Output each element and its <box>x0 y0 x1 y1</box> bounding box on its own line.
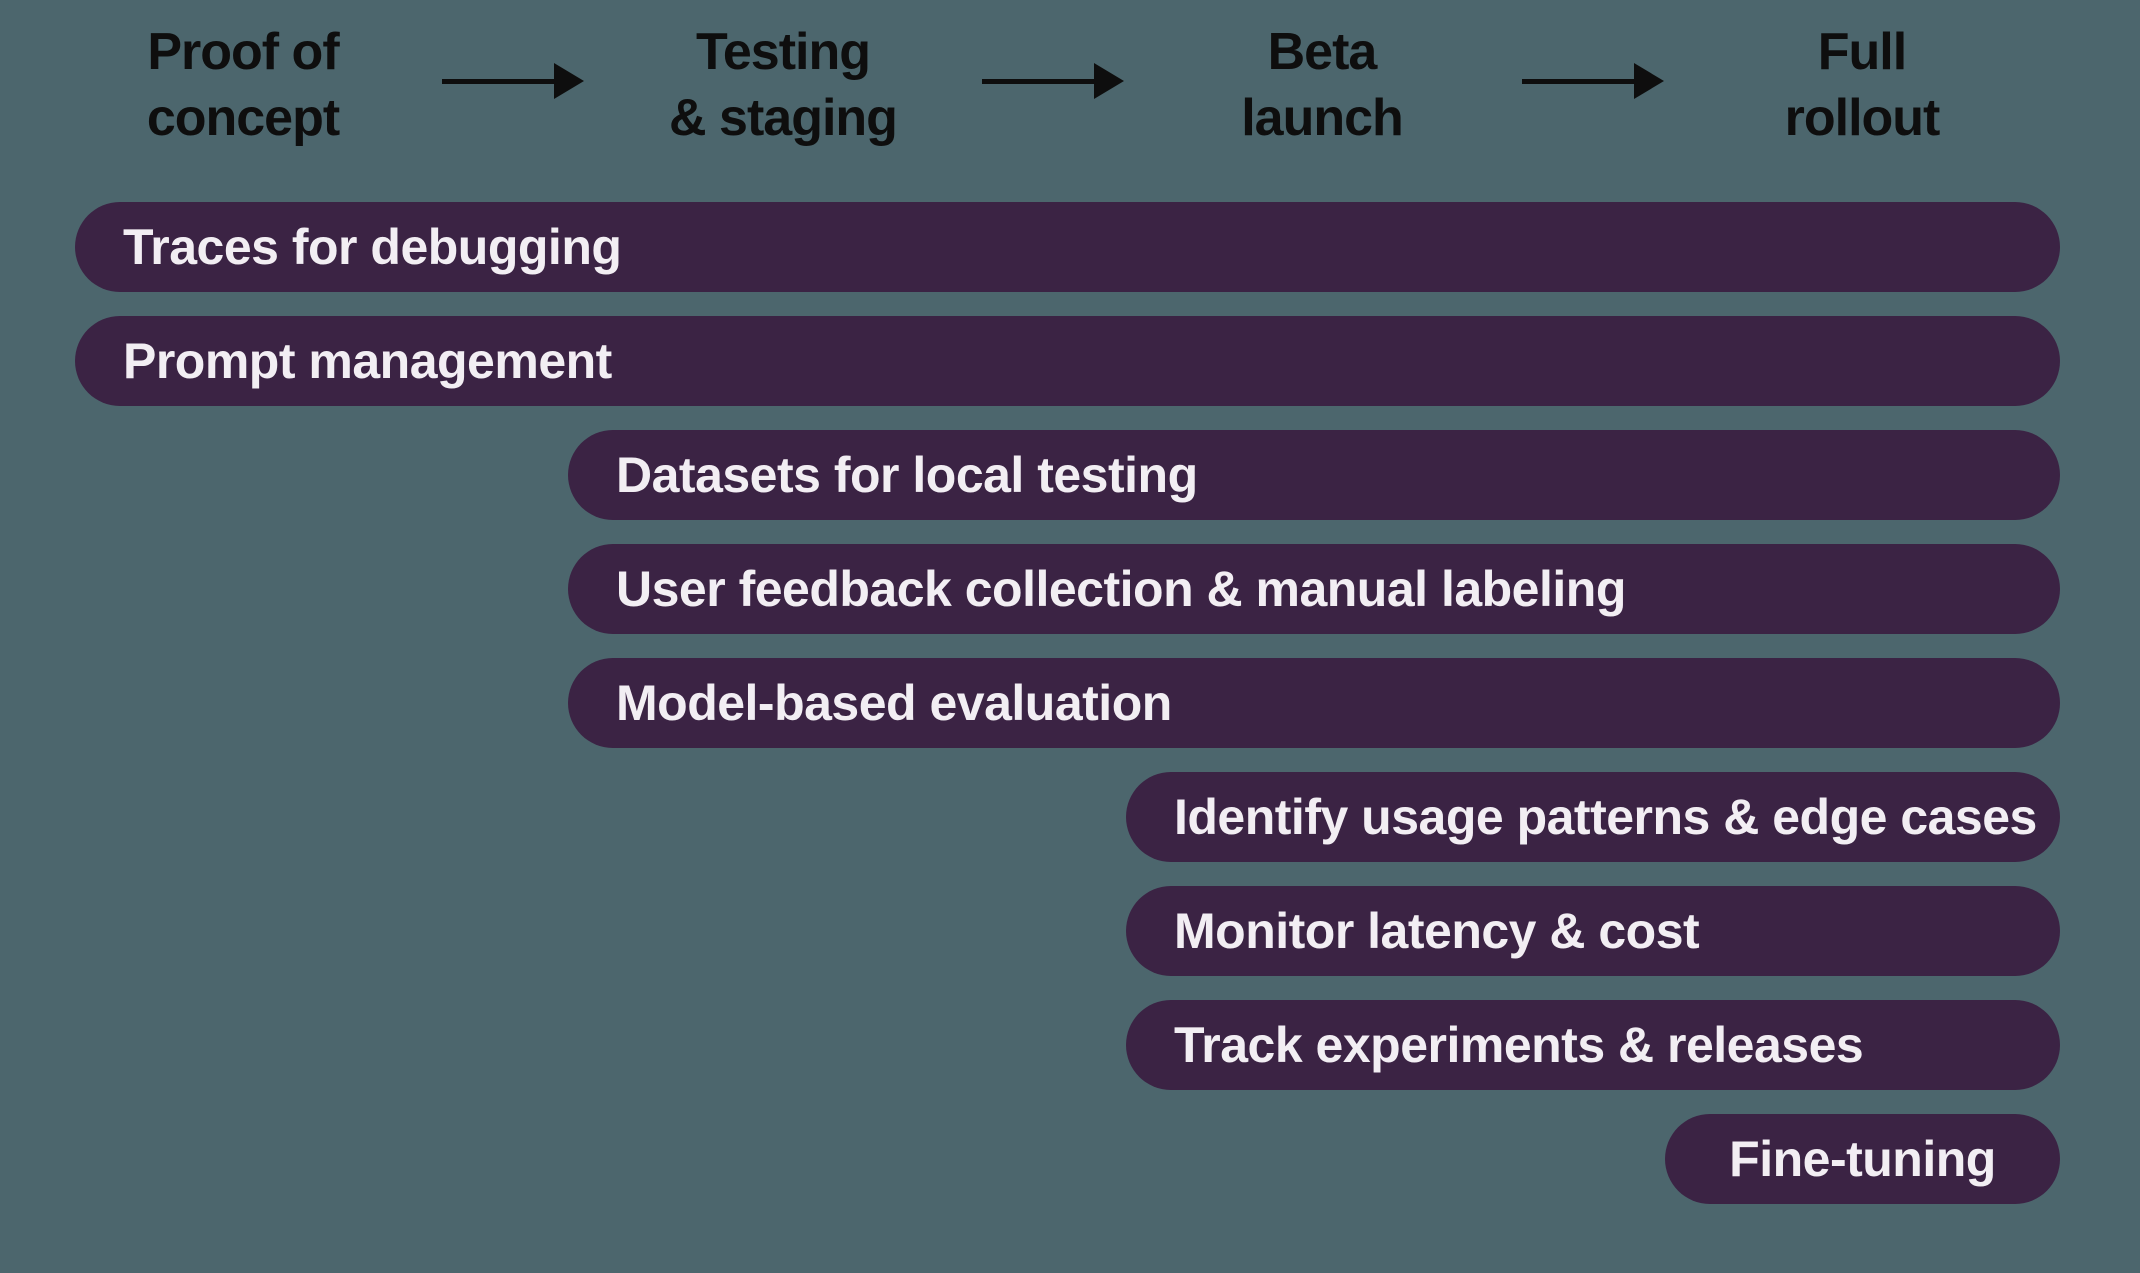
task-bar-prompt-management: Prompt management <box>75 316 2060 406</box>
task-bar-fine-tuning: Fine-tuning <box>1665 1114 2060 1204</box>
task-bar-usage-patterns-edge-cases: Identify usage patterns & edge cases <box>1126 772 2060 862</box>
arrow-shaft <box>1522 78 1634 84</box>
task-bar-user-feedback-labeling: User feedback collection & manual labeli… <box>568 544 2060 634</box>
stage-header-beta-launch: Beta launch <box>1241 23 1404 147</box>
task-bar-model-based-evaluation: Model-based evaluation <box>568 658 2060 748</box>
arrow-head <box>1634 63 1664 99</box>
stage-header-proof-of-concept: Proof of concept <box>146 23 340 147</box>
flow-arrow-icon <box>442 63 584 99</box>
task-bar-traces-for-debugging: Traces for debugging <box>75 202 2060 292</box>
stage-header-full-rollout: Full rollout <box>1784 23 1941 147</box>
flow-arrow-icon <box>982 63 1124 99</box>
arrow-head <box>554 63 584 99</box>
flow-arrow-icon <box>1522 63 1664 99</box>
arrow-shaft <box>982 78 1094 84</box>
arrow-shaft <box>442 78 554 84</box>
task-bar-monitor-latency-cost: Monitor latency & cost <box>1126 886 2060 976</box>
task-bar-datasets-local-testing: Datasets for local testing <box>568 430 2060 520</box>
arrow-head <box>1094 63 1124 99</box>
task-bar-track-experiments-releases: Track experiments & releases <box>1126 1000 2060 1090</box>
stage-header-testing-staging: Testing & staging <box>669 23 898 147</box>
